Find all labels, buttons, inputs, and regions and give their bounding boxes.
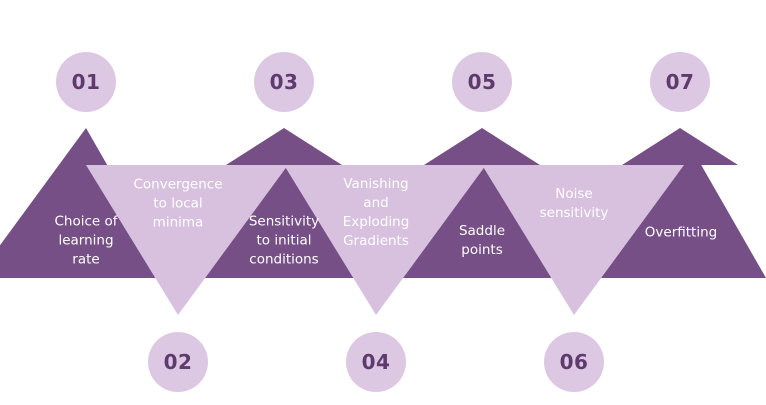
step-label-04: Vanishing and Exploding Gradients bbox=[316, 175, 436, 251]
triangle-down-6 bbox=[482, 165, 684, 315]
step-label-02: Convergence to local minima bbox=[118, 176, 238, 233]
step-badge-07: 07 bbox=[650, 52, 710, 112]
step-label-line: points bbox=[461, 242, 503, 258]
step-label-06: Noise sensitivity bbox=[514, 185, 634, 223]
triangle-down-2 bbox=[86, 165, 288, 315]
step-label-03: Sensitivity to initial conditions bbox=[224, 213, 344, 270]
step-badge-06: 06 bbox=[544, 332, 604, 392]
step-label-line: to initial bbox=[256, 232, 312, 249]
step-label-line: Sensitivity bbox=[248, 213, 320, 230]
step-label-line: Choice of bbox=[54, 213, 118, 230]
step-label-line: Saddle bbox=[458, 223, 506, 239]
step-label-line: Exploding bbox=[342, 214, 410, 230]
step-badge-03: 03 bbox=[254, 52, 314, 112]
step-label-line: Vanishing bbox=[343, 176, 409, 192]
step-label-line: to local bbox=[153, 195, 203, 212]
step-label-line: Gradients bbox=[343, 233, 409, 249]
triangle-tip-3 bbox=[226, 128, 342, 165]
triangle-up-1 bbox=[0, 128, 172, 278]
triangle-down-4 bbox=[284, 165, 486, 315]
step-label-line: rate bbox=[72, 251, 100, 268]
step-badge-02: 02 bbox=[148, 332, 208, 392]
step-label-line: Overfitting bbox=[644, 224, 718, 241]
step-label-01: Choice of learning rate bbox=[26, 213, 146, 270]
triangle-tip-5 bbox=[424, 128, 540, 165]
step-label-line: and bbox=[363, 195, 389, 211]
step-label-line: conditions bbox=[249, 251, 319, 268]
step-badge-04: 04 bbox=[346, 332, 406, 392]
step-badge-01: 01 bbox=[56, 52, 116, 112]
step-label-line: sensitivity bbox=[539, 205, 609, 221]
step-label-line: minima bbox=[152, 214, 204, 231]
step-label-line: Noise bbox=[555, 186, 593, 202]
step-label-line: Convergence bbox=[133, 176, 223, 193]
triangle-tip-7 bbox=[622, 128, 738, 165]
step-badge-05: 05 bbox=[452, 52, 512, 112]
step-label-line: learning bbox=[58, 232, 114, 249]
step-label-07: Overfitting bbox=[621, 224, 741, 243]
step-label-05: Saddle points bbox=[422, 222, 542, 260]
